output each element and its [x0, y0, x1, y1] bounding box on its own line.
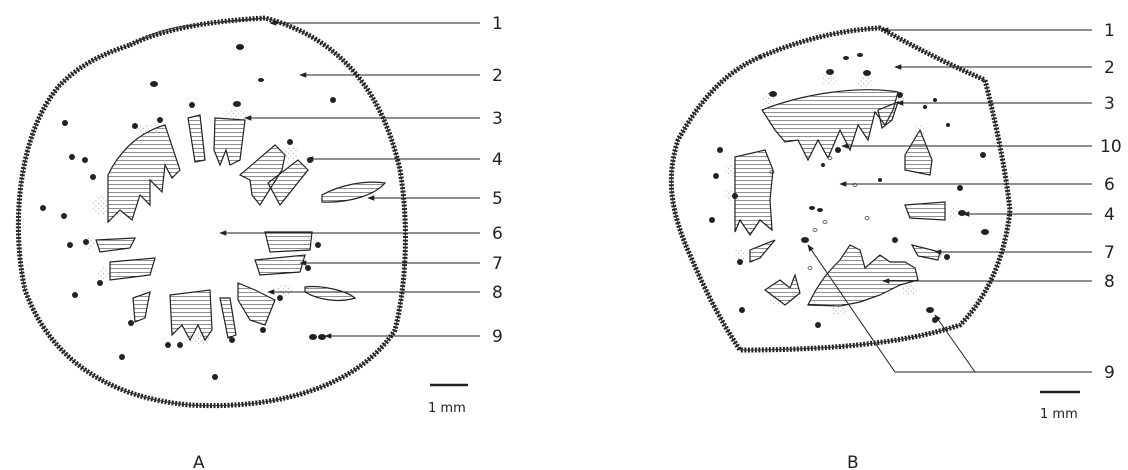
vascular-bundle-large	[108, 125, 180, 222]
scale-text-a: 1 mm	[428, 401, 466, 416]
callout-a-1: 1	[492, 14, 503, 34]
callout-a-3: 3	[492, 109, 503, 129]
bundle-8-a	[305, 287, 355, 301]
vascular-bundles-b	[735, 90, 945, 306]
callout-a-9: 9	[492, 327, 503, 347]
leaders-b	[808, 30, 1092, 372]
callout-b-7: 7	[1104, 243, 1115, 263]
callout-b-4: 4	[1104, 205, 1115, 225]
callout-a-7: 7	[492, 254, 503, 274]
panel-label-b: B	[847, 453, 859, 470]
callout-a-2: 2	[492, 66, 503, 86]
scale-text-b: 1 mm	[1040, 407, 1078, 422]
callout-b-8: 8	[1104, 272, 1115, 292]
panel-a: 1 2 3 4 5 6 7 8 9 1 mm A	[18, 14, 502, 470]
callout-b-2: 2	[1104, 58, 1115, 78]
callout-b-1: 1	[1104, 21, 1115, 41]
callout-b-10: 10	[1100, 137, 1122, 157]
callout-a-6: 6	[492, 224, 503, 244]
callout-b-9: 9	[1104, 363, 1115, 383]
callout-a-4: 4	[492, 150, 503, 170]
callout-b-3: 3	[1104, 94, 1115, 114]
callout-a-5: 5	[492, 189, 503, 209]
bundle-5-a	[322, 182, 385, 202]
section-a-outline	[18, 18, 405, 406]
panel-b: 1 2 3 10 6 4 7 8 9 1 mm B	[671, 21, 1121, 470]
callout-b-6: 6	[1104, 175, 1115, 195]
panel-label-a: A	[193, 453, 205, 470]
callout-a-8: 8	[492, 283, 503, 303]
